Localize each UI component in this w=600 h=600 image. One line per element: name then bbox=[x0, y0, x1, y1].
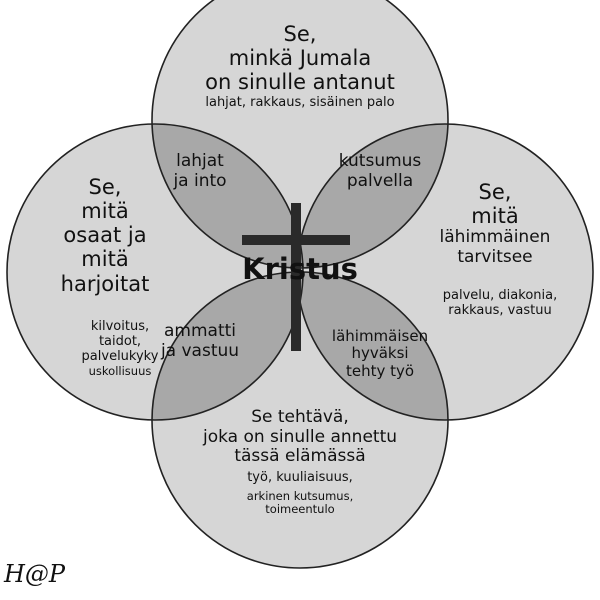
overlap-bottom-left bbox=[152, 272, 303, 420]
top-circle-text: Se, minkä Jumala on sinulle antanut lahj… bbox=[205, 22, 395, 111]
signature: H@P bbox=[4, 560, 66, 588]
left-circle-subtext: kilvoitus, taidot, palvelukyky uskollisu… bbox=[81, 319, 159, 378]
overlap-top-right-label: kutsumus palvella bbox=[338, 151, 422, 191]
overlap-bottom-left-label: ammatti ja vastuu bbox=[160, 321, 240, 361]
overlap-top-left-label: lahjat ja into bbox=[173, 151, 227, 191]
overlap-bottom-right-label: lähimmäisen hyväksi tehty työ bbox=[331, 327, 429, 380]
center-label: Kristus bbox=[242, 252, 358, 286]
right-circle-subtext: palvelu, diakonia, rakkaus, vastuu bbox=[442, 288, 558, 318]
overlap-top-right bbox=[297, 124, 448, 268]
cross-icon bbox=[242, 203, 350, 351]
left-circle-text: Se, mitä osaat ja mitä harjoitat bbox=[60, 175, 150, 296]
right-circle-text: Se, mitä lähimmäinen tarvitsee bbox=[439, 180, 551, 267]
overlap-top-left bbox=[152, 124, 303, 268]
bottom-circle-text: Se tehtävä, joka on sinulle annettu täss… bbox=[202, 407, 398, 516]
overlap-bottom-right bbox=[297, 272, 448, 420]
